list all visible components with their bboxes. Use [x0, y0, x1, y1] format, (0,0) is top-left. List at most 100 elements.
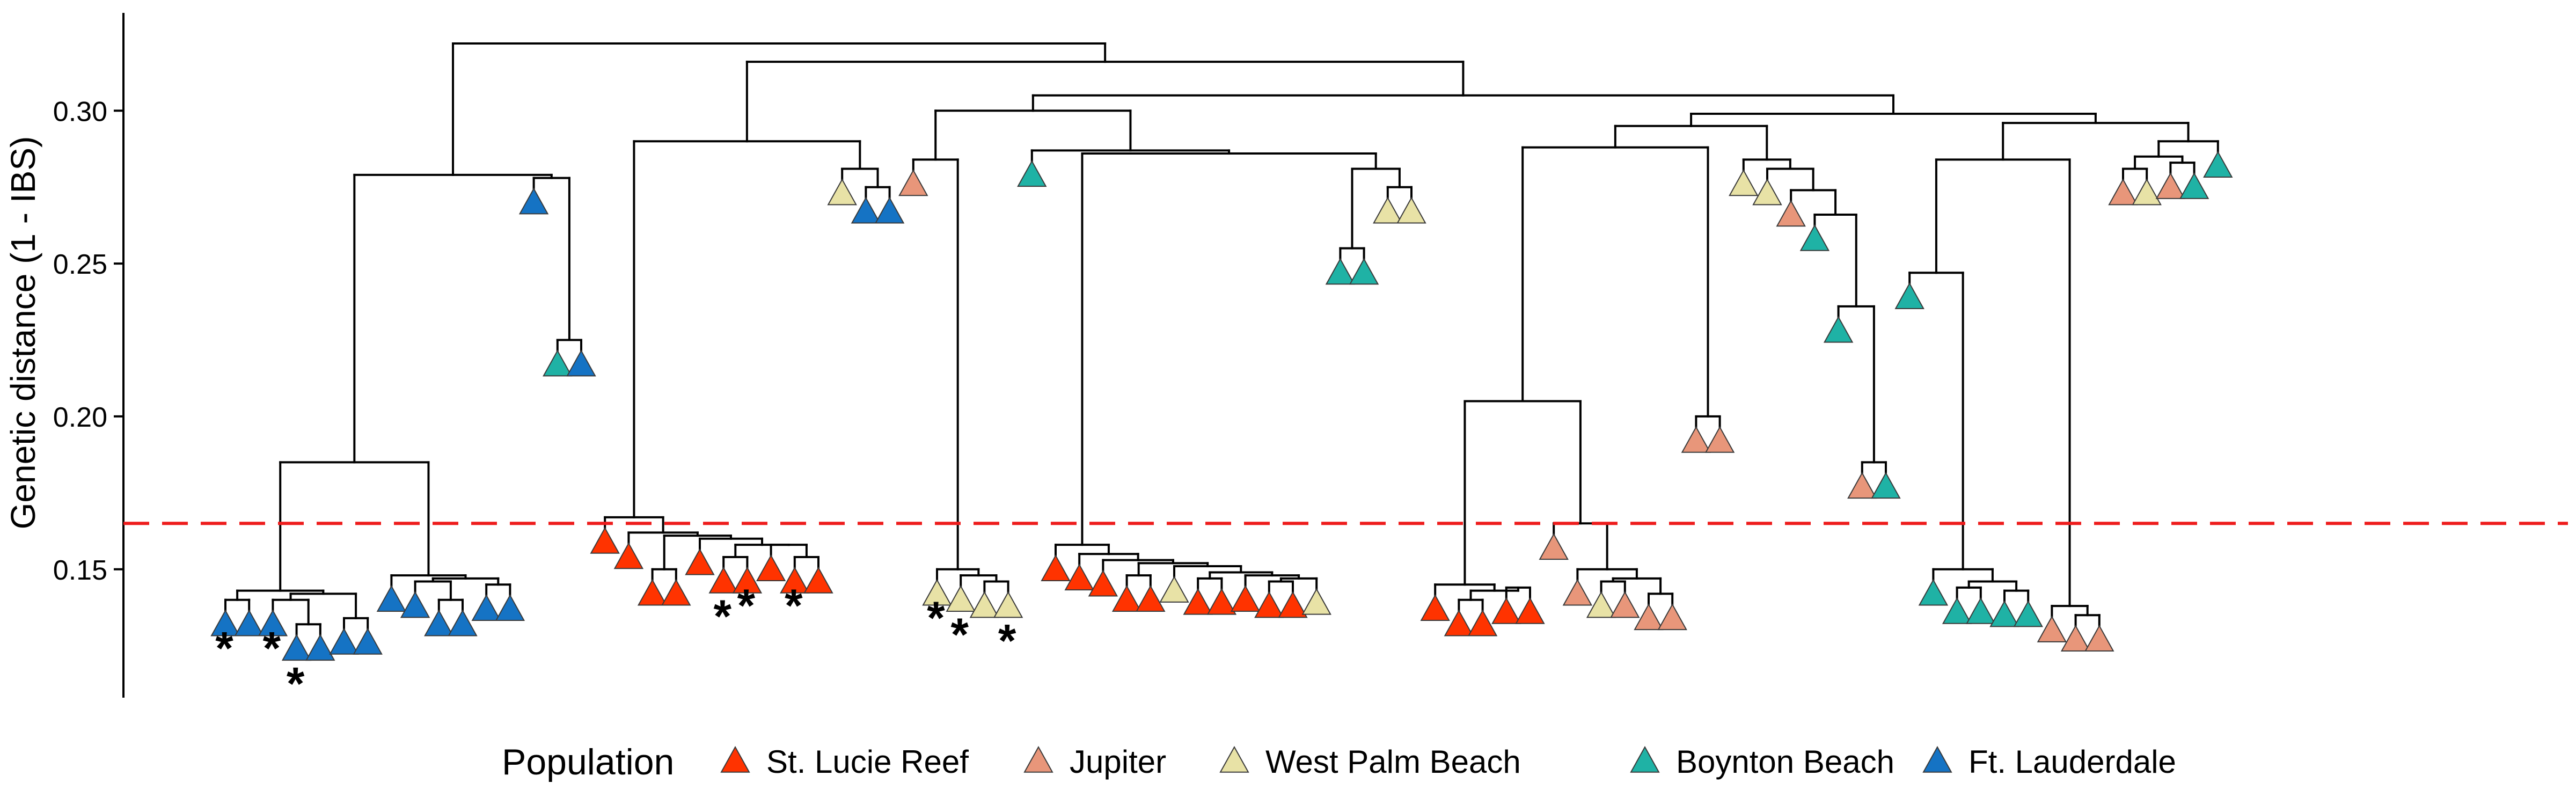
leaf-bb-marker: [1823, 316, 1854, 343]
clone-marker: *: [998, 616, 1016, 667]
legend-label-sl: St. Lucie Reef: [766, 744, 969, 780]
leaf-bb-marker: [2203, 151, 2233, 178]
leaf-bb-marker: [1989, 600, 2019, 627]
legend-label-fl: Ft. Lauderdale: [1968, 744, 2176, 780]
leaf-sl-marker: [685, 548, 715, 575]
leaf-ju-marker: [2037, 616, 2067, 642]
legend-marker-sl: [720, 745, 750, 773]
leaf-sl-marker: [1420, 594, 1450, 621]
leaf-wpb-marker: [946, 585, 976, 612]
dendrogram-tree: [224, 42, 2219, 641]
leaf-fl-marker: [448, 609, 478, 636]
leaf-sl-marker: [1088, 569, 1118, 597]
leaf-bb-marker: [1799, 224, 1830, 251]
clone-marker: *: [737, 580, 756, 632]
clone-marker: *: [713, 591, 731, 642]
leaf-ju-marker: [898, 169, 928, 196]
leaf-ju-marker: [2084, 625, 2114, 652]
leaf-bb-marker: [1325, 258, 1356, 285]
leaf-wpb-marker: [2132, 178, 2162, 206]
leaf-sl-marker: [708, 566, 738, 594]
leaf-wpb-marker: [1729, 169, 1759, 196]
leaf-bb-marker: [1349, 258, 1379, 285]
legend-marker-ju: [1023, 745, 1053, 773]
leaf-sl-marker: [803, 566, 833, 594]
leaf-fl-marker: [518, 187, 549, 215]
leaf-bb-marker: [1918, 579, 1949, 606]
leaf-fl-marker: [258, 609, 288, 636]
clone-marker: *: [287, 658, 305, 709]
clone-marker: *: [215, 623, 233, 675]
leaf-sl-marker: [732, 566, 763, 594]
leaf-bb-marker: [1871, 472, 1901, 499]
leaf-fl-marker: [471, 594, 501, 621]
leaf-fl-marker: [305, 634, 335, 661]
leaf-sl-marker: [1444, 609, 1474, 636]
leaf-fl-marker: [851, 196, 881, 224]
leaf-fl-marker: [329, 627, 359, 655]
leaf-sl-marker: [780, 566, 810, 594]
leaf-wpb-marker: [1301, 588, 1331, 615]
leaf-fl-marker: [376, 585, 407, 612]
legend-marker-wpb: [1219, 745, 1249, 773]
y-axis-label: Genetic distance (1 - IBS): [4, 136, 42, 530]
legend-marker-bb: [1630, 745, 1660, 773]
y-tick-label: 0.20: [53, 402, 107, 433]
leaf-fl-marker: [210, 609, 240, 636]
leaf-bb-marker: [543, 349, 573, 377]
leaf-fl-marker: [424, 609, 454, 636]
leaf-sl-marker: [1515, 597, 1545, 624]
leaf-sl-marker: [1111, 585, 1142, 612]
leaf-fl-marker: [234, 609, 264, 636]
legend-title: Population: [502, 742, 674, 782]
leaf-bb-marker: [1017, 160, 1047, 187]
leaf-bb-marker: [1942, 597, 1972, 624]
clone-marker: *: [927, 592, 945, 644]
leaf-sl-marker: [1491, 597, 1521, 624]
leaf-bb-marker: [1966, 597, 1996, 624]
leaf-sl-marker: [1183, 588, 1213, 615]
leaf-wpb-marker: [1586, 591, 1616, 618]
leaf-sl-marker: [1136, 585, 1166, 612]
leaf-sl-marker: [661, 579, 691, 606]
y-axis-ticks: 0.150.200.250.30: [53, 96, 123, 586]
leaf-sl-marker: [1041, 554, 1071, 581]
leaf-fl-marker: [874, 196, 905, 224]
y-tick-label: 0.15: [53, 555, 107, 586]
leaf-bb-marker: [1894, 282, 1924, 309]
leaf-wpb-marker: [1396, 196, 1426, 224]
leaf-ju-marker: [1776, 200, 1806, 227]
leaf-fl-marker: [281, 634, 312, 661]
leaf-sl-marker: [1278, 591, 1308, 618]
leaf-sl-marker: [613, 542, 644, 569]
legend-label-ju: Jupiter: [1070, 744, 1166, 780]
leaf-sl-marker: [1064, 564, 1094, 591]
leaf-wpb-marker: [993, 591, 1023, 618]
leaf-bb-marker: [2013, 600, 2043, 627]
leaf-ju-marker: [1634, 603, 1664, 631]
leaf-ju-marker: [1704, 426, 1735, 453]
dendrogram-leaves: *********: [210, 151, 2233, 709]
clone-marker: *: [263, 623, 281, 675]
legend-marker-fl: [1922, 745, 1952, 773]
leaf-wpb-marker: [1752, 178, 1782, 206]
leaf-ju-marker: [1562, 579, 1593, 606]
leaf-ju-marker: [1610, 591, 1640, 618]
leaf-sl-marker: [1206, 588, 1237, 615]
leaf-ju-marker: [1847, 472, 1877, 499]
leaf-wpb-marker: [1159, 575, 1189, 603]
leaf-sl-marker: [590, 526, 620, 554]
leaf-ju-marker: [1657, 603, 1687, 631]
leaf-ju-marker: [2060, 625, 2091, 652]
leaf-wpb-marker: [969, 591, 1000, 618]
leaf-sl-marker: [1254, 591, 1284, 618]
leaf-sl-marker: [1230, 585, 1261, 612]
clone-marker: *: [785, 580, 803, 632]
leaf-fl-marker: [495, 594, 525, 621]
leaf-ju-marker: [2108, 178, 2138, 206]
leaf-ju-marker: [1681, 426, 1711, 453]
clone-marker: *: [950, 609, 969, 661]
leaf-wpb-marker: [827, 178, 857, 206]
